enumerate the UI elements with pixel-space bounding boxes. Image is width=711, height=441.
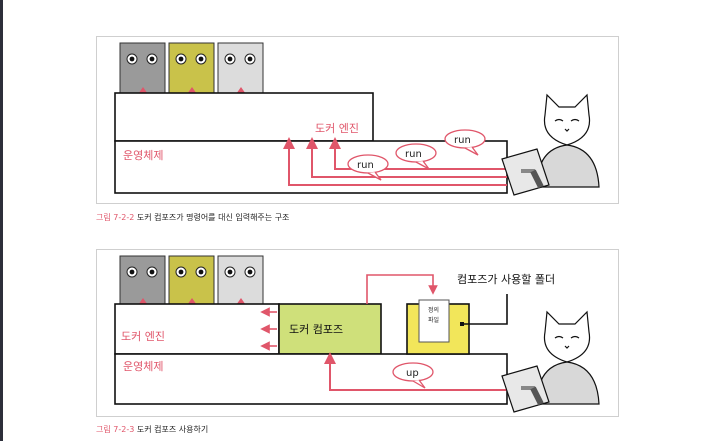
speech-bubble-icon: run [347,154,389,181]
compose-label: 도커 컴포즈 [289,323,343,336]
engine-label: 도커 엔진 [315,122,359,135]
cat-with-laptop-icon [501,93,600,196]
compose-to-engine-arrows [260,307,277,351]
figure1-canvas: 도커 엔진 운영체제 run run run [114,42,600,196]
container-gray [119,255,166,307]
os-label: 운영체제 [123,360,163,373]
speech-bubble-icon: up [392,362,434,389]
figure2-caption-text: 도커 컴포즈 사용하기 [136,425,209,434]
container-face-icon [224,53,256,65]
container-yellow [168,255,215,307]
container-face-icon [126,53,158,65]
container-gray [119,42,166,94]
bubble-run-3: run [454,135,471,146]
container-face-icon [224,266,256,278]
engine-label: 도커 엔진 [121,330,165,343]
window-edge-strip [0,0,3,441]
folder-callout-line [464,294,508,325]
docker-compose-box [278,303,382,355]
speech-bubble-icon: run [395,143,437,170]
docker-engine-box [114,303,280,355]
docker-engine-box [114,92,374,142]
figure1-caption-number: 그림 7-2-2 [96,213,135,222]
container-light [217,42,264,94]
speech-bubble-icon: run [444,129,486,156]
definition-file-label-1: 정의 [428,306,439,314]
os-label: 운영체제 [123,149,163,162]
figure1-caption-text: 도커 컴포즈가 명령어를 대신 입력해주는 구조 [136,213,290,222]
command-arrows [283,137,507,186]
document-icon [418,299,450,343]
cat-with-laptop-icon [501,310,600,413]
container-face-icon [175,53,207,65]
figure2-caption-number: 그림 7-2-3 [96,425,135,434]
figure-compose-usage: 도커 엔진 도커 컴포즈 운영체제 정의 파일 컴포즈가 사용할 폴더 up [96,249,619,417]
bubble-run-2: run [405,149,422,160]
figure2-canvas: 도커 엔진 도커 컴포즈 운영체제 정의 파일 컴포즈가 사용할 폴더 up [114,255,600,413]
folder-callout-dot [460,322,464,326]
container-face-icon [175,266,207,278]
figure-compose-concept: 도커 엔진 운영체제 run run run [96,36,619,204]
bubble-up: up [406,368,419,379]
definition-file-label-2: 파일 [428,316,439,324]
folder-callout-label: 컴포즈가 사용할 폴더 [457,273,555,286]
container-light [217,255,264,307]
container-yellow [168,42,215,94]
up-command-arrow [324,352,507,391]
container-face-icon [126,266,158,278]
compose-reads-file-arrow [366,274,438,304]
os-box [114,353,508,405]
bubble-run-1: run [357,160,374,171]
figure2-caption: 그림 7-2-3 도커 컴포즈 사용하기 [96,424,208,435]
figure1-caption: 그림 7-2-2 도커 컴포즈가 명령어를 대신 입력해주는 구조 [96,212,289,223]
